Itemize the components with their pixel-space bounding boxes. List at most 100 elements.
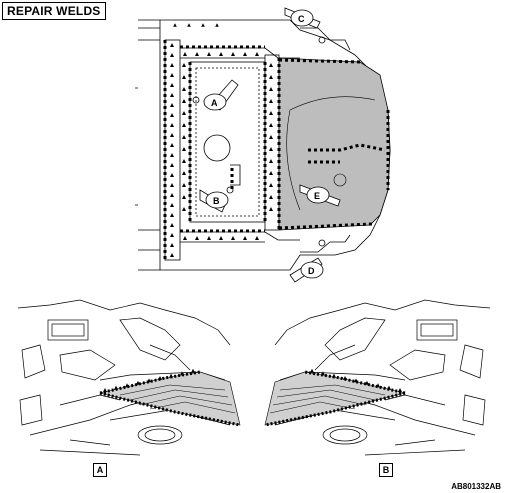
- weld-triangle: [219, 236, 223, 240]
- callout-label-d: D: [308, 266, 315, 276]
- weld-triangle: [354, 378, 358, 383]
- weld-triangle: [269, 87, 273, 91]
- weld-triangle: [170, 73, 174, 77]
- figure-code: AB801332AB: [451, 482, 501, 491]
- weld-triangle: [269, 75, 273, 79]
- callout-label-a: A: [211, 98, 218, 108]
- callout-label-c: C: [298, 14, 305, 24]
- weld-triangle: [147, 378, 151, 383]
- weld-triangle: [195, 236, 199, 240]
- weld-triangle: [310, 368, 314, 373]
- weld-triangle: [231, 236, 235, 240]
- detail-b-weld-line: [264, 370, 406, 427]
- detail-triangle-markers: [103, 368, 402, 392]
- weld-triangle: [182, 171, 186, 175]
- weld-triangle: [243, 236, 247, 240]
- panel-label-b: B: [379, 463, 393, 477]
- callout-hand-a: A: [203, 79, 239, 111]
- weld-triangle: [170, 123, 174, 127]
- weld-triangle: [170, 173, 174, 177]
- diagram-title: REPAIR WELDS: [2, 2, 106, 20]
- callout-label-e: E: [314, 191, 320, 201]
- weld-triangle: [170, 93, 174, 97]
- weld-triangle: [207, 52, 211, 56]
- weld-triangle: [170, 193, 174, 197]
- weld-triangle: [103, 388, 107, 392]
- callout-hand-d: D: [289, 257, 324, 283]
- weld-triangle: [269, 195, 273, 199]
- weld-triangle: [187, 23, 191, 27]
- weld-triangle: [125, 383, 129, 388]
- callout-label-b: B: [213, 196, 220, 206]
- weld-triangle: [169, 373, 173, 378]
- callout-hand-c: C: [284, 7, 321, 29]
- weld-triangle: [376, 383, 380, 388]
- weld-triangle: [170, 243, 174, 247]
- detail-view-b: [274, 299, 491, 456]
- weld-triangle: [182, 87, 186, 91]
- panel-label-a: A: [93, 463, 107, 477]
- weld-triangle: [365, 380, 369, 385]
- weld-triangle: [269, 171, 273, 175]
- weld-triangle: [182, 195, 186, 199]
- weld-triangle: [170, 103, 174, 107]
- weld-triangle: [269, 111, 273, 115]
- weld-triangle: [180, 371, 184, 376]
- weld-triangle: [170, 113, 174, 117]
- weld-triangle: [255, 236, 259, 240]
- weld-triangle: [269, 63, 273, 67]
- callout-hand-b: B: [199, 189, 229, 213]
- weld-triangle: [182, 99, 186, 103]
- callout-hand-e: E: [299, 184, 341, 207]
- weld-triangle: [182, 183, 186, 187]
- weld-triangle: [170, 253, 174, 257]
- weld-triangle: [269, 183, 273, 187]
- weld-triangle: [182, 111, 186, 115]
- weld-triangle: [182, 63, 186, 67]
- detail-a-contours: [119, 384, 236, 414]
- weld-triangle: [182, 123, 186, 127]
- weld-triangle: [183, 236, 187, 240]
- weld-triangle: [255, 52, 259, 56]
- weld-spot-lines: [163, 40, 390, 260]
- weld-triangle: [183, 52, 187, 56]
- weld-triangle: [269, 135, 273, 139]
- weld-triangle: [158, 376, 162, 380]
- weld-triangle-markers: [170, 23, 273, 257]
- weld-triangle: [182, 135, 186, 139]
- weld-triangle: [269, 99, 273, 103]
- weld-triangle: [201, 23, 205, 27]
- weld-triangle: [332, 373, 336, 378]
- weld-triangle: [170, 153, 174, 157]
- weld-triangle: [170, 53, 174, 57]
- shaded-hole: [333, 173, 347, 187]
- weld-triangle: [170, 83, 174, 87]
- shaded-contour-line: [289, 96, 376, 111]
- weld-triangle: [215, 23, 219, 27]
- weld-triangle: [182, 75, 186, 79]
- detail-b-contours: [269, 384, 386, 414]
- weld-triangle: [170, 163, 174, 167]
- weld-triangle: [170, 43, 174, 47]
- weld-triangle: [398, 388, 402, 392]
- weld-triangle: [269, 159, 273, 163]
- weld-triangle: [170, 233, 174, 237]
- weld-triangle: [182, 147, 186, 151]
- weld-triangle: [182, 207, 186, 211]
- weld-triangle: [170, 63, 174, 67]
- weld-triangle: [231, 52, 235, 56]
- shaded-contour-line-2: [286, 109, 301, 211]
- weld-triangle: [170, 213, 174, 217]
- weld-triangle: [321, 371, 325, 376]
- weld-triangle: [269, 207, 273, 211]
- weld-triangle: [170, 133, 174, 137]
- weld-triangle: [170, 143, 174, 147]
- weld-triangle: [182, 159, 186, 163]
- weld-triangle: [191, 368, 195, 373]
- weld-triangle: [219, 52, 223, 56]
- weld-triangle: [114, 385, 118, 390]
- weld-triangle: [207, 236, 211, 240]
- weld-triangle: [387, 385, 391, 390]
- weld-triangle: [269, 147, 273, 151]
